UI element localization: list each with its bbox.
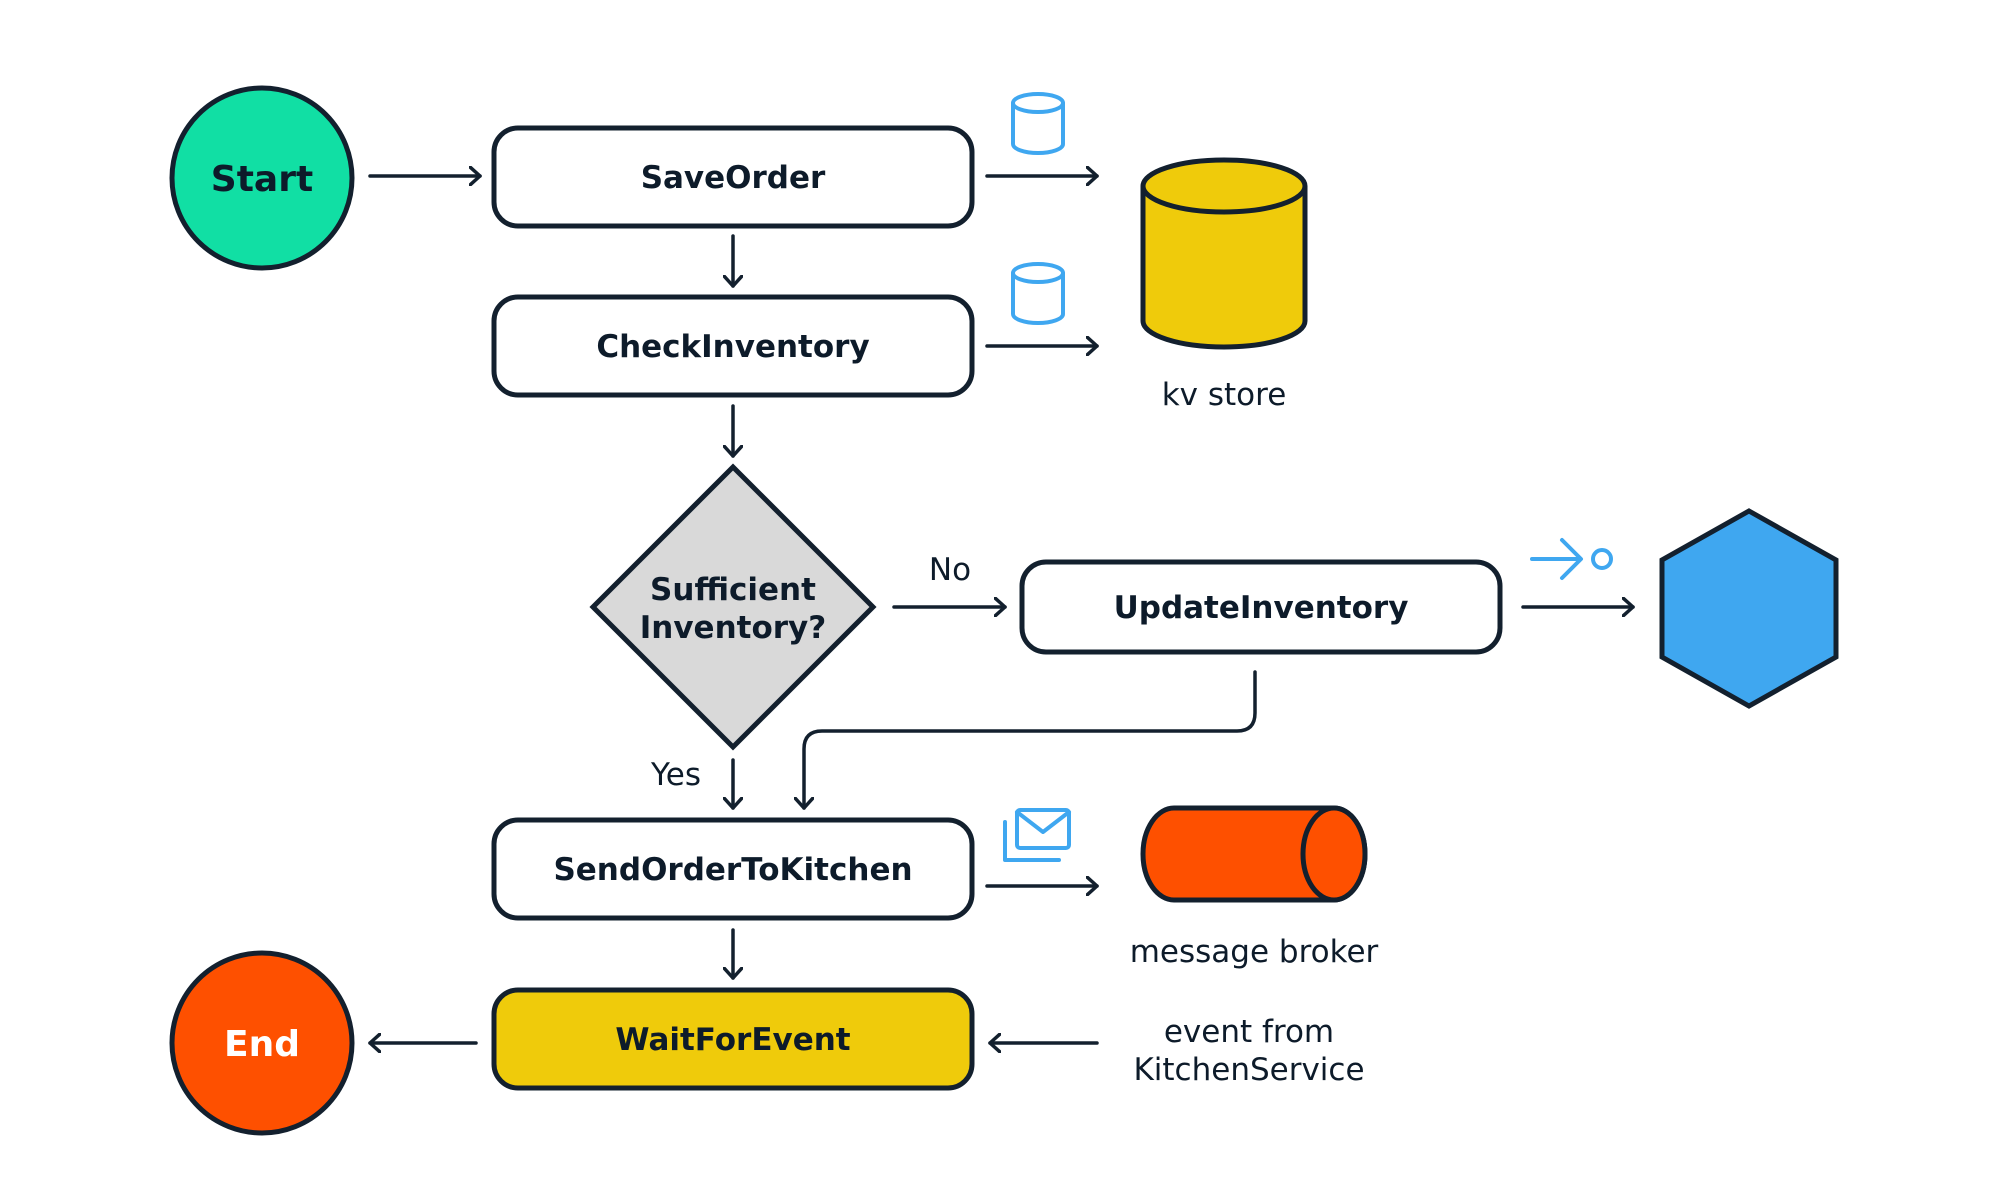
save-order-label: SaveOrder <box>641 160 826 196</box>
save-order-step[interactable] <box>491 125 975 229</box>
wait-for-event-step[interactable] <box>491 987 975 1091</box>
decision-node[interactable] <box>589 463 877 751</box>
send-order-label: SendOrderToKitchen <box>553 852 912 888</box>
kv-store-cylinder[interactable] <box>1140 157 1308 350</box>
kv-store-label: kv store <box>1162 377 1287 413</box>
event-source-line1: event from <box>1164 1014 1334 1050</box>
service-hexagon[interactable] <box>1659 508 1839 709</box>
end-label: End <box>224 1024 300 1065</box>
wait-for-event-label: WaitForEvent <box>615 1022 850 1058</box>
decision-label-line2: Inventory? <box>640 610 827 646</box>
update-inventory-step[interactable] <box>1019 559 1503 655</box>
check-inventory-label: CheckInventory <box>596 329 869 365</box>
start-label: Start <box>211 159 313 200</box>
publish-icon <box>1530 538 1613 580</box>
check-inventory-step[interactable] <box>491 294 975 398</box>
send-order-step[interactable] <box>491 817 975 921</box>
message-broker-cylinder[interactable] <box>1140 805 1368 903</box>
no-branch-label: No <box>929 552 971 588</box>
start-node[interactable] <box>169 85 355 271</box>
database-icon <box>1011 262 1065 325</box>
decision-label-line1: Sufficient <box>650 572 816 608</box>
update-inventory-label: UpdateInventory <box>1114 590 1409 626</box>
envelope-icon <box>1003 808 1071 862</box>
yes-branch-label: Yes <box>650 757 701 793</box>
event-source-line2: KitchenService <box>1133 1052 1364 1088</box>
end-node[interactable] <box>169 950 355 1136</box>
database-icon <box>1011 92 1065 155</box>
arrow-update-to-send <box>804 670 1257 810</box>
message-broker-label: message broker <box>1130 934 1379 970</box>
